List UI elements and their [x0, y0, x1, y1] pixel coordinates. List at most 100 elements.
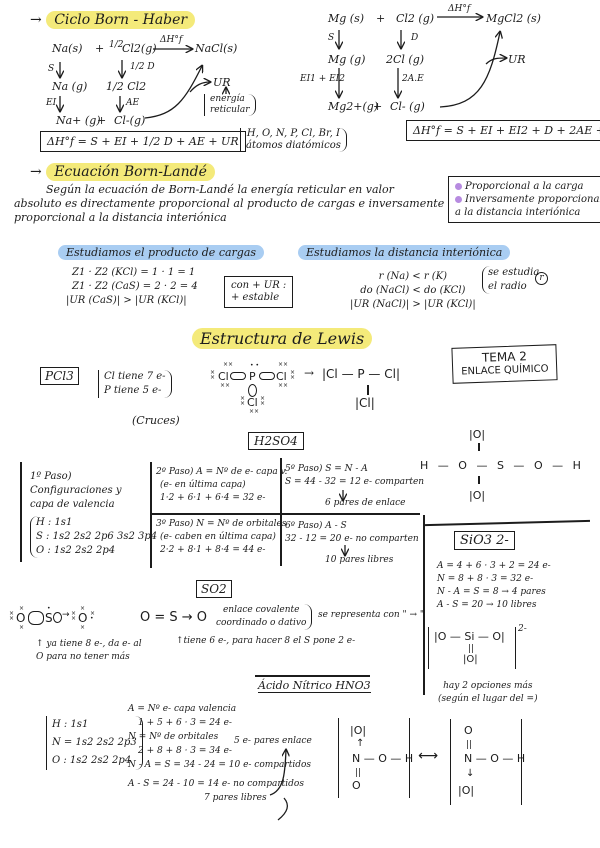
nacl-step-half-d: 1/2 D [130, 62, 155, 72]
nacl-half-cl2: 1/2 Cl2 [106, 80, 147, 93]
hno3-config: H : 1s1 N = 1s2 2s2 2p3 O : 1s2 2s2 2p4 [46, 716, 143, 770]
pcl3-dot-cross-diagram: Cl ×× ×× ×× P • • Cl ×× ×× ×× Cl ×× ×× ×… [210, 361, 296, 415]
so2-represented: se representa con " → " [318, 610, 425, 620]
arrow-right-icon: → [30, 164, 42, 180]
hno3-title: Ácido Nítrico HNO3 [258, 679, 371, 693]
hno3-lines: A = Nº e- capa valencia 1 + 5 + 6 · 3 = … [128, 704, 312, 803]
h2so4-step6: 6º Paso) A - S 32 - 12 = 20 e- no compar… [285, 521, 419, 565]
charges-note-box: con + UR : + estable [224, 276, 294, 308]
hno3-res1-middle: N — O — H [352, 752, 414, 765]
nacl-product: NaCl(s) [195, 42, 238, 55]
so2-label: SO2 [196, 580, 232, 598]
born-lande-title: Ecuación Born-Landé [46, 163, 215, 181]
nacl-step-ei: EI [46, 98, 57, 108]
distance-note: se estudia el radio [482, 266, 539, 294]
h2so4-step2: 2º Paso) A = Nº de e- capa v. (e- en últ… [156, 467, 288, 503]
nacl-dh-label: ΔH°f [160, 35, 183, 45]
nacl-na-ion: Na+ (g) [56, 114, 101, 127]
mgcl2-step-ei: EI1 + EI2 [300, 74, 345, 84]
nacl-ur: UR [213, 76, 231, 89]
h2so4-label: H2SO4 [248, 432, 304, 450]
arrow-right-icon: → [30, 12, 42, 28]
born-lande-paragraph: Según la ecuación de Born-Landé la energ… [14, 183, 445, 224]
h2so4-structure-middle: H — O — S — O — H [420, 459, 581, 472]
bullet-icon [455, 196, 462, 203]
resonance-arrow: ⟷ [418, 748, 439, 764]
so2-bond-type: enlace covalente coordinado o dativo [216, 604, 313, 630]
mgcl2-reactant-mg: Mg (s) [328, 12, 365, 25]
mgcl2-cl-ion: Cl- (g) [390, 100, 425, 113]
nacl-reactant-cl2: Cl2(g) [122, 42, 157, 55]
charges-heading: Estudiamos el producto de cargas [58, 245, 265, 260]
distance-lines: r (Na) < r (K) do (NaCl) < do (KCl) |UR … [350, 271, 476, 310]
hno3-res2-arrow: ↓ [466, 768, 475, 779]
born-haber-title: Ciclo Born - Haber [46, 11, 196, 29]
h2so4-structure-bottom: |O| [469, 489, 486, 502]
pcl3-label: PCl3 [40, 367, 79, 385]
mgcl2-mg-gas: Mg (g) [328, 53, 366, 66]
h2so4-step3: 3º Paso) N = Nº de orbitales (e- caben e… [156, 519, 287, 555]
h2so4-step1: 1º Paso) Configuraciones y capa de valen… [30, 471, 158, 558]
nacl-plus-2: + [97, 114, 107, 127]
arrow-up-icon: ↑ [36, 639, 47, 649]
mgcl2-two-cl: 2Cl (g) [386, 53, 425, 66]
sio3-structure-mid: || [468, 644, 475, 654]
pcl3-notes: Cl tiene 7 e- P tiene 5 e- [98, 370, 172, 398]
born-lande-summary-box: Proporcional a la carga Inversamente pro… [448, 176, 600, 223]
mgcl2-plus-2: + [373, 100, 383, 113]
bullet-icon [455, 183, 462, 190]
nacl-na-gas: Na (g) [52, 80, 88, 93]
distance-heading: Estudiamos la distancia interiónica [298, 245, 511, 260]
so2-structure: O = S → O [140, 610, 208, 625]
nacl-formula-box: ΔH°f = S + EI + 1/2 D + AE + UR [40, 131, 246, 152]
nacl-half: 1/2 [109, 40, 124, 50]
so2-dot-cross-diagram: O ×× × × S • → O ×× ×• × × [9, 605, 96, 631]
hno3-res1-dbl: || [355, 768, 362, 778]
mgcl2-mg-ion: Mg2+(g) [328, 100, 379, 113]
mgcl2-plus: + [376, 12, 386, 25]
mgcl2-step-d: D [411, 33, 419, 43]
hno3-res1-bracket [338, 718, 410, 798]
nacl-ur-note: energía reticular [204, 94, 256, 116]
mgcl2-ur: UR [508, 53, 526, 66]
h2so4-structure-top: |O| [469, 428, 486, 441]
hno3-res2-top: O [464, 724, 473, 737]
sio3-structure-top: |O — Si — O| [434, 630, 505, 643]
pcl3-structure-top: |Cl — P — Cl| [322, 367, 401, 381]
sio3-label: SiO3 2- [454, 531, 515, 550]
diatomic-note: H, O, N, P, Cl, Br, I átomos diatómicos [240, 128, 347, 152]
arrow-up-icon: ↑ [176, 636, 184, 646]
mgcl2-step-s: S [328, 33, 335, 43]
born-haber-heading: → Ciclo Born - Haber [30, 11, 196, 29]
hno3-res2-dbl: || [466, 740, 473, 750]
mgcl2-step-ae: 2A.E [402, 74, 424, 84]
hno3-res1-top: |O| [350, 724, 367, 737]
circled-r: r [535, 272, 548, 285]
mgcl2-formula-box: ΔH°f = S + EI + EI2 + D + 2AE + UR [406, 120, 600, 141]
sio3-lines: A = 4 + 6 · 3 + 2 = 24 e- N = 8 + 8 · 3 … [437, 561, 551, 610]
pcl3-arrow: → [304, 366, 315, 380]
mgcl2-product: MgCl2 (s) [486, 12, 541, 25]
hno3-res2-middle: N — O — H [464, 752, 526, 765]
charges-lines: Z1 · Z2 (KCl) = 1 · 1 = 1 Z1 · Z2 (CaS) … [66, 267, 198, 306]
sio3-charge: 2- [518, 624, 527, 634]
h2so4-step5: 5º Paso) S = N - A S = 44 - 32 = 12 e- c… [285, 464, 425, 508]
sio3-bracket [428, 627, 516, 669]
hno3-res1-arrow: ↑ [356, 738, 365, 749]
nacl-step-ae: AE [126, 98, 140, 108]
hno3-res1-bottom: O [352, 779, 361, 792]
lewis-title: Estructura de Lewis [192, 328, 373, 349]
hno3-res2-bottom: |O| [458, 784, 475, 797]
sio3-note: hay 2 opciones más (según el lugar del =… [438, 681, 538, 704]
nacl-cl-ion: Cl-(g) [114, 114, 146, 127]
sio3-structure-bottom: |O| [463, 654, 478, 665]
mgcl2-reactant-cl2: Cl2 (g) [396, 12, 435, 25]
so2-note-left: ↑ ya tiene 8 e-, da e- al O para no tene… [36, 639, 142, 662]
born-lande-heading: → Ecuación Born-Landé [30, 163, 215, 181]
so2-note-right: ↑tiene 6 e-, para hacer 8 el S pone 2 e- [176, 636, 356, 646]
nacl-reactant-na: Na(s) [52, 42, 83, 55]
hno3-res2-bracket [450, 719, 522, 805]
mgcl2-dh-label: ΔH°f [448, 4, 471, 14]
pcl3-structure-bottom: |Cl| [355, 396, 375, 410]
pcl3-crosses-note: (Cruces) [132, 414, 180, 427]
